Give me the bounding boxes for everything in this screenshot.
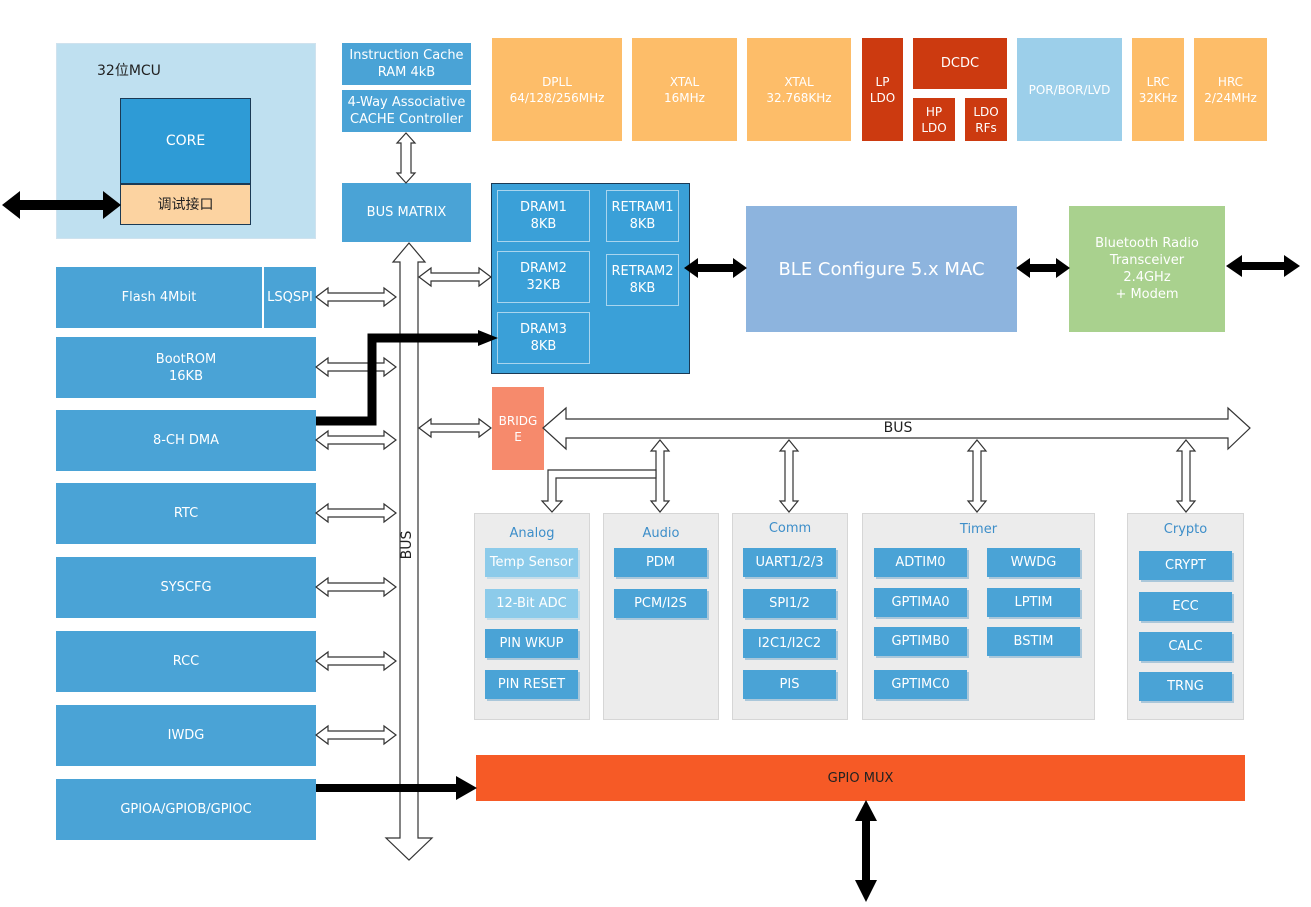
syscfg-bus-arrow <box>315 576 397 598</box>
memory-ble-arrow <box>684 258 747 278</box>
dram3-block: DRAM3 8KB <box>497 312 590 364</box>
ble-mac-block: BLE Configure 5.x MAC <box>746 206 1017 332</box>
radio-external-arrow <box>1226 255 1300 277</box>
dma-bus-arrow <box>315 429 397 451</box>
crypto-bus-arrow <box>1175 439 1197 513</box>
dpll-block: DPLL 64/128/256MHz <box>492 38 622 141</box>
lsqspi-block: LSQSPI <box>264 267 316 328</box>
trng-block: TRNG <box>1139 672 1232 701</box>
crypto-title: Crypto <box>1163 522 1208 537</box>
dcdc-block: DCDC <box>913 38 1007 89</box>
dma-dram-arrowhead <box>478 330 498 346</box>
rcc-bus-arrow <box>315 650 397 672</box>
i2c-block: I2C1/I2C2 <box>743 629 836 658</box>
hrc-block: HRC 2/24MHz <box>1194 38 1267 141</box>
bus-bridge-arrow <box>418 417 492 439</box>
memory-block <box>491 183 690 374</box>
dram1-block: DRAM1 8KB <box>497 190 590 242</box>
hp-ldo-block: HP LDO <box>913 98 955 141</box>
iwdg-block: IWDG <box>56 705 316 766</box>
system-bus-arrow <box>384 242 434 861</box>
por-bor-lvd-block: POR/BOR/LVD <box>1017 38 1122 141</box>
gpio-port-block: GPIOA/GPIOB/GPIOC <box>56 779 316 840</box>
pin-reset-block: PIN RESET <box>485 670 578 699</box>
lrc-block: LRC 32KHz <box>1132 38 1184 141</box>
syscfg-block: SYSCFG <box>56 557 316 618</box>
comm-bus-arrow <box>778 439 800 513</box>
analog-bus-arrow <box>540 469 657 513</box>
gpio-mux-arrow <box>316 776 477 800</box>
debug-external-arrow <box>2 191 121 219</box>
bus-memory-arrow <box>418 266 492 288</box>
pcm-i2s-block: PCM/I2S <box>614 589 707 618</box>
rtc-block: RTC <box>56 483 316 544</box>
gpio-mux-external-arrow <box>855 800 877 902</box>
core-block: CORE <box>120 98 251 184</box>
iwdg-bus-arrow <box>315 724 397 746</box>
cache-to-matrix-arrow <box>395 132 417 184</box>
gptimc0-block: GPTIMC0 <box>874 670 967 699</box>
retram1-block: RETRAM1 8KB <box>606 190 679 242</box>
debug-interface: 调试接口 <box>120 184 251 225</box>
instruction-cache: Instruction Cache RAM 4kB <box>342 43 471 85</box>
radio-block: Bluetooth Radio Transceiver 2.4GHz + Mod… <box>1069 206 1225 332</box>
dma-block: 8-CH DMA <box>56 410 316 471</box>
temp-sensor-block: Temp Sensor <box>485 548 578 577</box>
mcu-title: 32位MCU <box>97 63 161 79</box>
comm-title: Comm <box>768 521 812 536</box>
xtal-16mhz-block: XTAL 16MHz <box>632 38 737 141</box>
lptim-block: LPTIM <box>987 588 1080 617</box>
lp-ldo-block: LP LDO <box>862 38 903 141</box>
crypt-block: CRYPT <box>1139 551 1232 580</box>
uart-block: UART1/2/3 <box>743 548 836 577</box>
bridge-block: BRIDG E <box>492 387 544 470</box>
flash-bus-arrow <box>315 286 397 308</box>
ldo-rfs-block: LDO RFs <box>965 98 1007 141</box>
peripheral-bus-arrow <box>542 406 1251 451</box>
audio-bus-arrow <box>649 439 671 513</box>
bootrom-block: BootROM 16KB <box>56 337 316 398</box>
pdm-block: PDM <box>614 548 707 577</box>
bstim-block: BSTIM <box>987 627 1080 656</box>
audio-title: Audio <box>642 526 680 541</box>
gptima0-block: GPTIMA0 <box>874 588 967 617</box>
adtim0-block: ADTIM0 <box>874 548 967 577</box>
ecc-block: ECC <box>1139 592 1232 621</box>
gptimb0-block: GPTIMB0 <box>874 627 967 656</box>
pin-wkup-block: PIN WKUP <box>485 629 578 658</box>
system-bus-label: BUS <box>399 530 415 560</box>
xtal-32khz-block: XTAL 32.768KHz <box>747 38 851 141</box>
calc-block: CALC <box>1139 632 1232 661</box>
dma-dram-path <box>316 333 480 426</box>
bus-matrix: BUS MATRIX <box>342 183 471 242</box>
pis-block: PIS <box>743 670 836 699</box>
timer-bus-arrow <box>966 439 988 513</box>
rtc-bus-arrow <box>315 502 397 524</box>
ble-radio-arrow <box>1016 258 1070 278</box>
timer-title: Timer <box>959 522 998 537</box>
dram2-block: DRAM2 32KB <box>497 251 590 303</box>
bootrom-bus-arrow <box>315 356 397 378</box>
spi-block: SPI1/2 <box>743 589 836 618</box>
retram2-block: RETRAM2 8KB <box>606 254 679 306</box>
rcc-block: RCC <box>56 631 316 692</box>
analog-title: Analog <box>509 526 555 541</box>
flash-block: Flash 4Mbit <box>56 267 262 328</box>
adc-block: 12-Bit ADC <box>485 589 578 618</box>
wwdg-block: WWDG <box>987 548 1080 577</box>
gpio-mux-block: GPIO MUX <box>476 755 1245 801</box>
peripheral-bus-label: BUS <box>883 420 913 436</box>
cache-controller: 4-Way Associative CACHE Controller <box>342 90 471 132</box>
